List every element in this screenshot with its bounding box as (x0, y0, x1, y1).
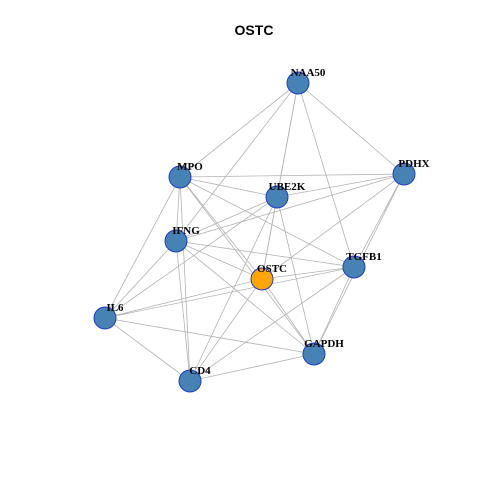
node-circle (286, 71, 310, 95)
edge-mpo-ostc (179, 176, 263, 280)
edge-ifng-tgfb1 (175, 240, 355, 268)
node-cd4: CD4 (178, 365, 211, 393)
edge-ube2k-il6 (104, 196, 278, 319)
node-label: CD4 (189, 365, 211, 377)
edge-pdhx-mpo (179, 173, 405, 178)
node-circle (302, 342, 326, 366)
edge-ifng-cd4 (175, 240, 191, 382)
edge-mpo-cd4 (179, 176, 191, 382)
edge-gapdh-cd4 (189, 353, 315, 382)
node-circle (342, 255, 366, 279)
edge-ube2k-ifng (175, 196, 278, 242)
node-mpo: MPO (168, 161, 203, 189)
edge-tgfb1-gapdh (313, 266, 355, 355)
edge-pdhx-ifng (175, 173, 405, 242)
node-ifng: IFNG (164, 225, 200, 253)
edge-ifng-gapdh (175, 240, 315, 355)
edge-tgfb1-il6 (104, 266, 355, 319)
node-circle (392, 162, 416, 186)
node-label: UBE2K (269, 181, 306, 193)
edge-tgfb1-ostc (261, 266, 355, 280)
edge-mpo-ube2k (179, 176, 278, 198)
node-label: GAPDH (304, 338, 344, 350)
node-circle (250, 267, 274, 291)
edge-ube2k-cd4 (189, 196, 278, 382)
edge-pdhx-tgfb1 (353, 173, 405, 268)
edge-mpo-il6 (104, 176, 181, 319)
edge-il6-gapdh (104, 317, 315, 355)
node-circle (168, 165, 192, 189)
node-ostc: OSTC (250, 263, 287, 291)
edge-ifng-il6 (104, 240, 177, 319)
edge-ube2k-ostc (261, 196, 278, 280)
node-circle (93, 306, 117, 330)
node-label: PDHX (398, 158, 429, 170)
diagram-title: OSTC (235, 22, 274, 38)
edge-il6-cd4 (104, 317, 191, 382)
node-tgfb1: TGFB1 (342, 251, 382, 279)
node-circle (178, 369, 202, 393)
node-label: IL6 (106, 302, 124, 314)
edge-pdhx-ostc (261, 173, 405, 280)
node-gapdh: GAPDH (302, 338, 344, 366)
node-circle (164, 229, 188, 253)
edge-naa50-ifng (175, 82, 299, 242)
node-label: TGFB1 (346, 251, 381, 263)
node-label: MPO (177, 161, 203, 173)
node-naa50: NAA50 (286, 67, 326, 95)
node-pdhx: PDHX (392, 158, 430, 186)
edge-naa50-pdhx (297, 82, 405, 175)
edge-gapdh-ostc (261, 278, 315, 355)
node-il6: IL6 (93, 302, 124, 330)
edge-pdhx-ube2k (276, 173, 405, 198)
node-circle (265, 185, 289, 209)
edge-mpo-tgfb1 (179, 176, 355, 268)
edge-layer (104, 82, 405, 382)
node-label: OSTC (257, 263, 287, 275)
edge-il6-ostc (104, 278, 263, 319)
node-ube2k: UBE2K (265, 181, 306, 209)
edge-ube2k-gapdh (276, 196, 315, 355)
edge-tgfb1-cd4 (189, 266, 355, 382)
edge-naa50-mpo (179, 82, 299, 178)
node-label: NAA50 (291, 67, 326, 79)
edge-ifng-ostc (175, 240, 263, 280)
node-label: IFNG (172, 225, 200, 237)
edge-mpo-gapdh (179, 176, 315, 355)
edge-cd4-ostc (189, 278, 263, 382)
